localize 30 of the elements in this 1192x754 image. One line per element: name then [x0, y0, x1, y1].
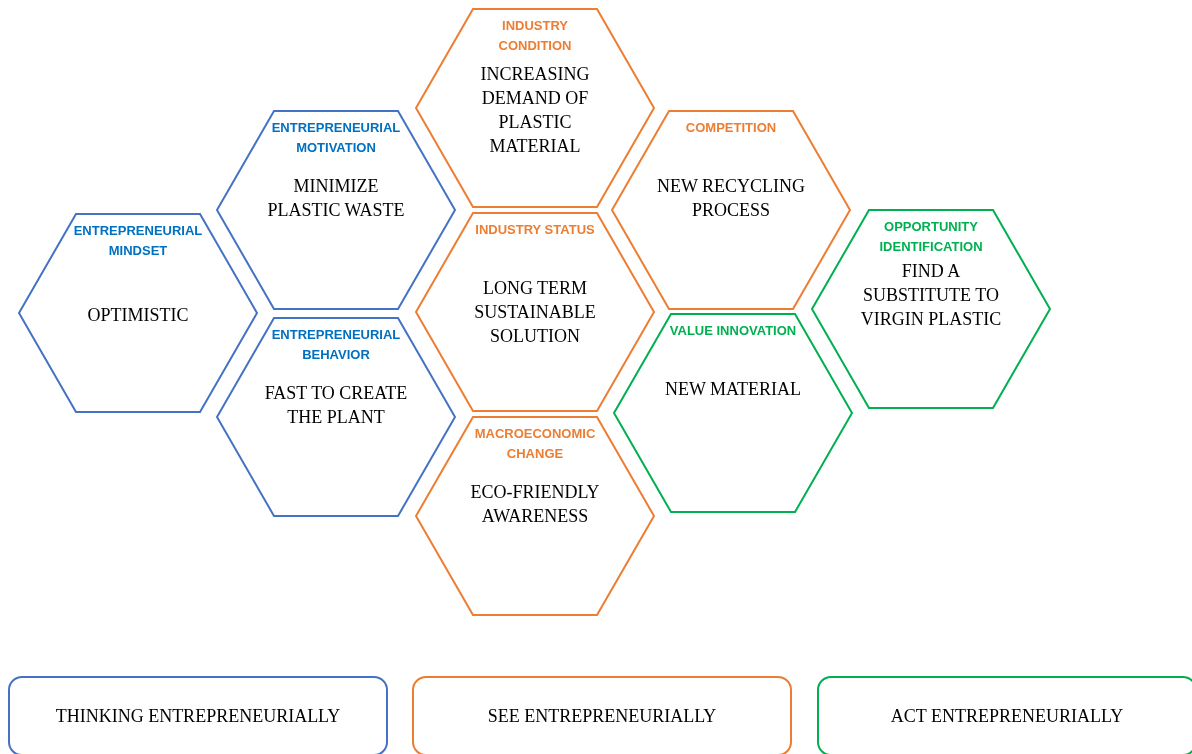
hexagon [415, 8, 655, 208]
hexagon [611, 110, 851, 310]
category-heading: INDUSTRY CONDITION [497, 17, 573, 55]
hexagon-text: FAST TO CREATE THE PLANT [263, 382, 409, 429]
hexagon-text: NEW MATERIAL [663, 378, 803, 401]
hexagon-text: OPTIMISTIC [86, 304, 190, 327]
category-box: ACT ENTREPRENEURIALLY [817, 676, 1192, 754]
category-box: THINKING ENTREPRENEURIALLY [8, 676, 388, 754]
hexagon [18, 213, 258, 413]
category-heading: ENTREPRENEURIAL BEHAVIOR [271, 326, 401, 364]
category-box: SEE ENTREPRENEURIALLY [412, 676, 792, 754]
category-heading: MACROECONOMIC CHANGE [473, 425, 597, 463]
hexagon-text: ECO-FRIENDLY AWARENESS [469, 481, 601, 528]
hexagon [613, 313, 853, 513]
hexagon-text: FIND A SUBSTITUTE TO VIRGIN PLASTIC [859, 260, 1003, 331]
category-heading: ENTREPRENEURIAL MOTIVATION [271, 119, 401, 157]
hexagon-text: NEW RECYCLING PROCESS [655, 175, 807, 222]
hexagon [216, 317, 456, 517]
category-heading: COMPETITION [684, 119, 778, 137]
hexagon-text: INCREASING DEMAND OF PLASTIC MATERIAL [479, 63, 591, 158]
hexagon-text: LONG TERM SUSTAINABLE SOLUTION [473, 277, 597, 348]
category-heading: ENTREPRENEURIAL MINDSET [73, 222, 203, 260]
hexagon [216, 110, 456, 310]
category-heading: INDUSTRY STATUS [474, 221, 596, 239]
category-heading: VALUE INNOVATION [668, 322, 798, 340]
hexagon [811, 209, 1051, 409]
hexagon [415, 212, 655, 412]
hexagon [415, 416, 655, 616]
hexagon-text: MINIMIZE PLASTIC WASTE [266, 175, 406, 222]
category-heading: OPPORTUNITY IDENTIFICATION [878, 218, 984, 256]
